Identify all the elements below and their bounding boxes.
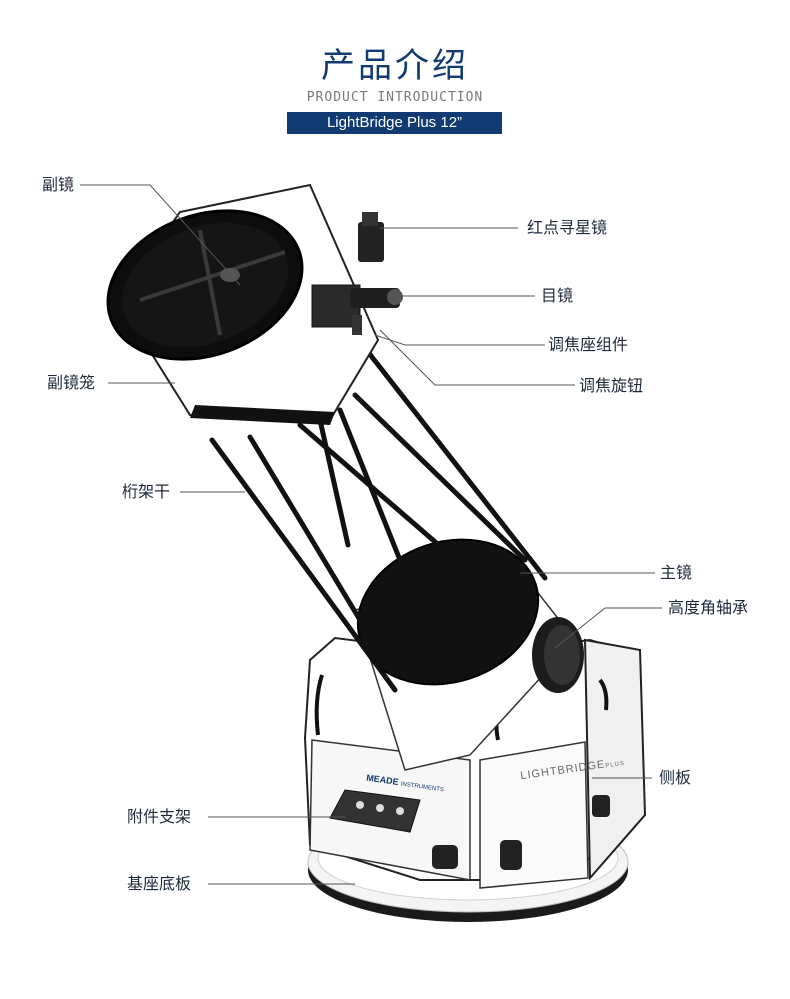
label-focus-knob: 调焦旋钮 bbox=[579, 376, 644, 395]
page-subtitle: PRODUCT INTRODUCTION bbox=[306, 90, 484, 105]
series-mark-suffix: PLUS bbox=[605, 760, 626, 770]
altitude-bearing-shape bbox=[532, 617, 584, 693]
label-primary-mirror: 主镜 bbox=[660, 563, 693, 582]
model-name-bar: LightBridge Plus 12” bbox=[287, 112, 502, 134]
label-altitude-bearing: 高度角轴承 bbox=[668, 598, 749, 617]
mirror-box-shape bbox=[354, 538, 576, 771]
label-focuser-assembly: 调焦座组件 bbox=[548, 335, 629, 354]
label-secondary-mirror: 副镜 bbox=[42, 175, 75, 194]
label-secondary-cage: 副镜笼 bbox=[47, 373, 96, 392]
label-side-panel: 侧板 bbox=[659, 768, 692, 787]
truss-poles bbox=[209, 349, 548, 693]
label-accessory-tray: 附件支架 bbox=[127, 807, 192, 826]
label-red-dot-finder: 红点寻星镜 bbox=[527, 218, 608, 237]
red-dot-finder-shape bbox=[358, 212, 384, 262]
page-title: 产品介绍 bbox=[321, 46, 469, 86]
secondary-cage-shape bbox=[106, 183, 380, 425]
label-eyepiece: 目镜 bbox=[541, 286, 574, 305]
label-truss-pole: 桁架干 bbox=[122, 482, 171, 501]
label-base-plate: 基座底板 bbox=[127, 874, 192, 893]
focuser-shape bbox=[311, 284, 403, 335]
leader-lines bbox=[80, 184, 662, 885]
